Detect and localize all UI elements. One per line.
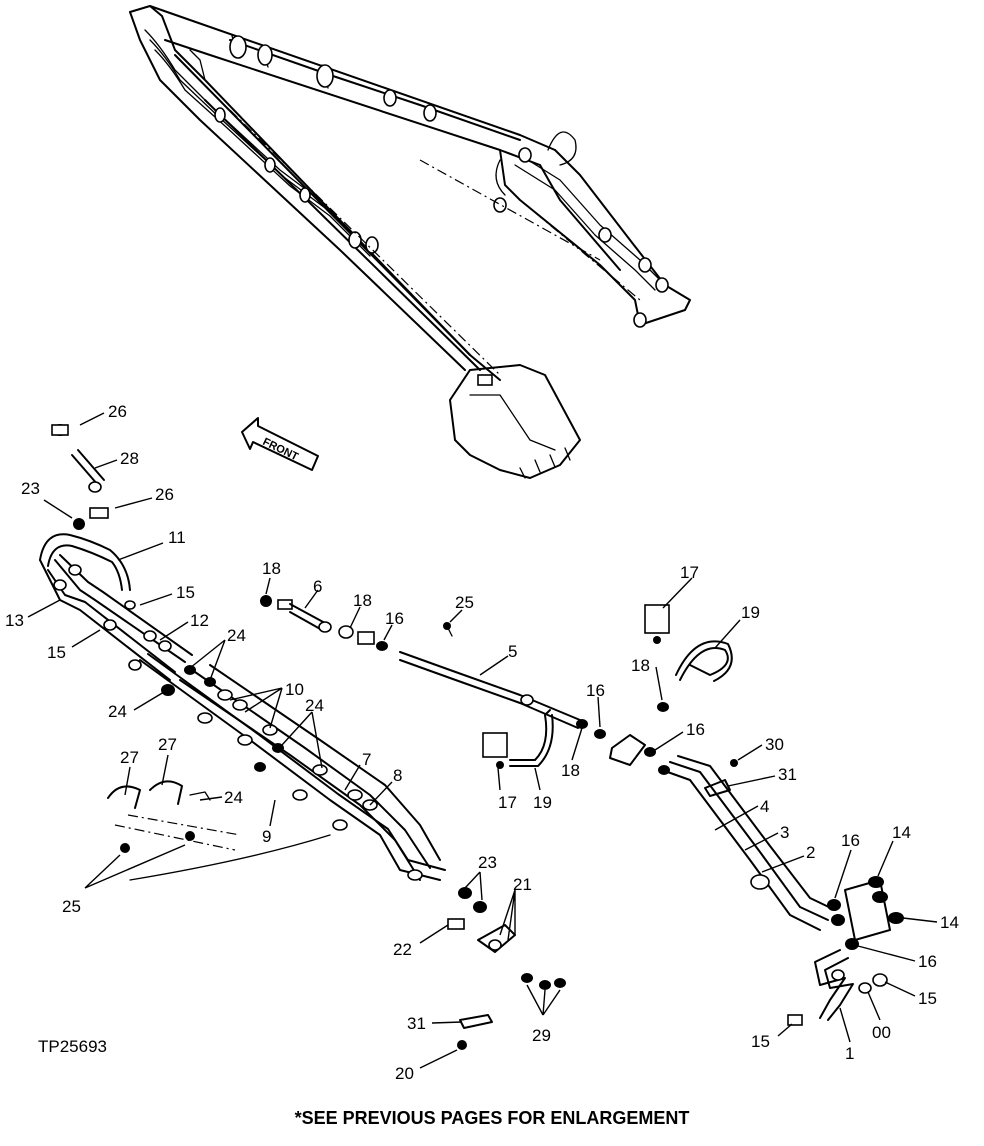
callout-label: 16 — [841, 831, 860, 850]
front-direction-arrow: FRONT — [241, 417, 319, 471]
callout-label: 16 — [918, 952, 937, 971]
callout-label: 26 — [155, 485, 174, 504]
callout-label: 21 — [513, 875, 532, 894]
boom-arm-assembly — [129, 5, 691, 479]
callout-label: 27 — [120, 748, 139, 767]
callout-label: 8 — [393, 766, 402, 785]
callout-label: 12 — [190, 611, 209, 630]
callout-label: 18 — [353, 591, 372, 610]
callout-label: 3 — [780, 823, 789, 842]
callout-label: 29 — [532, 1026, 551, 1045]
callout-label: 17 — [498, 793, 517, 812]
callout-label: 1 — [845, 1044, 854, 1063]
callout-label: 24 — [224, 788, 243, 807]
callout-label: 9 — [262, 827, 271, 846]
callout-label: 14 — [940, 913, 959, 932]
callout-label: 00 — [872, 1023, 891, 1042]
callout-label: 27 — [158, 735, 177, 754]
callout-label: 30 — [765, 735, 784, 754]
callout-label: 31 — [407, 1014, 426, 1033]
callout-label: 24 — [227, 626, 246, 645]
callout-label: 23 — [21, 479, 40, 498]
callout-label: 13 — [5, 611, 24, 630]
callout-label: 22 — [393, 940, 412, 959]
callout-label: 16 — [586, 681, 605, 700]
callout-label: 6 — [313, 577, 322, 596]
callout-label: 18 — [631, 656, 650, 675]
callout-label: 25 — [62, 897, 81, 916]
callout-label: 2 — [806, 843, 815, 862]
callout-label: 24 — [108, 702, 127, 721]
callout-label: 16 — [385, 609, 404, 628]
front-arrow-label: FRONT — [261, 436, 301, 464]
callout-label: 5 — [508, 642, 517, 661]
callout-label: 24 — [305, 696, 324, 715]
callout-label: 4 — [760, 797, 769, 816]
callout-label: 31 — [778, 765, 797, 784]
callouts: 26 28 23 26 11 15 13 12 15 24 24 10 24 2… — [5, 402, 959, 1083]
callout-label: 19 — [741, 603, 760, 622]
callout-label: 15 — [918, 989, 937, 1008]
callout-label: 23 — [478, 853, 497, 872]
callout-label: 10 — [285, 680, 304, 699]
callout-label: 20 — [395, 1064, 414, 1083]
callout-label: 7 — [362, 750, 371, 769]
callout-label: 25 — [455, 593, 474, 612]
callout-label: 26 — [108, 402, 127, 421]
figure-id: TP25693 — [38, 1037, 107, 1056]
right-line-group — [661, 755, 904, 1026]
middle-line-group — [260, 595, 733, 775]
footer-note: *SEE PREVIOUS PAGES FOR ENLARGEMENT — [294, 1108, 690, 1128]
callout-label: 15 — [751, 1032, 770, 1051]
callout-label: 16 — [686, 720, 705, 739]
callout-label: 18 — [561, 761, 580, 780]
callout-label: 18 — [262, 559, 281, 578]
callout-label: 17 — [680, 563, 699, 582]
callout-label: 11 — [168, 528, 186, 547]
callout-label: 15 — [176, 583, 195, 602]
callout-label: 14 — [892, 823, 911, 842]
callout-label: 15 — [47, 643, 66, 662]
left-line-group — [39, 424, 566, 1050]
callout-label: 19 — [533, 793, 552, 812]
callout-label: 28 — [120, 449, 139, 468]
